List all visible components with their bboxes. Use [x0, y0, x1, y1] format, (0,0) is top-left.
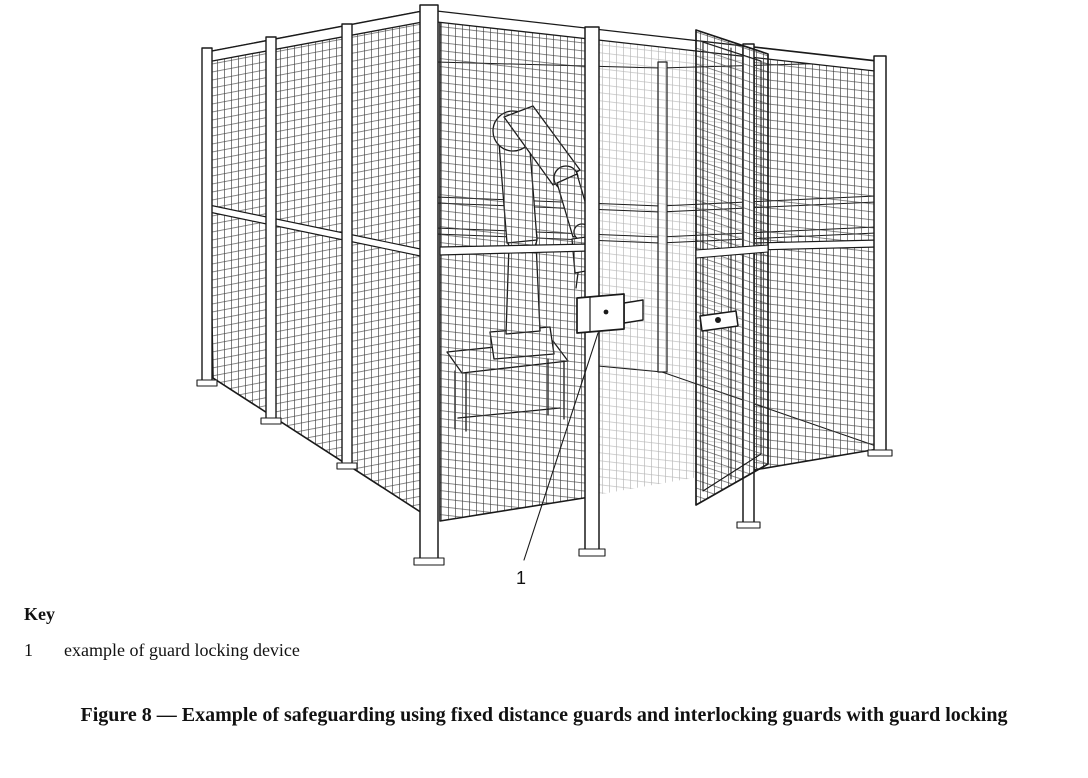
figure-8-illustration: 1 — [196, 4, 893, 588]
back-left-post — [201, 47, 213, 383]
left-wall-post — [265, 36, 277, 421]
interlocking-guard-door-open — [695, 29, 769, 506]
callout-1-leader-line — [523, 332, 599, 561]
guard-locking-device — [576, 293, 644, 334]
key-item-ref: 1 — [24, 640, 33, 660]
door-left-jamb-post — [584, 26, 600, 552]
left-wall-fixed-guard — [196, 9, 437, 523]
front-left-panel-fixed-guard — [439, 11, 591, 522]
callout-1-label: 1 — [516, 568, 526, 588]
front-right-corner-post — [873, 55, 887, 453]
key-item-description: example of guard locking device — [64, 640, 300, 660]
figure-caption: Figure 8 — Example of safeguarding using… — [80, 704, 1008, 726]
front-right-panel-fixed-guard — [753, 46, 879, 471]
key-item: 1 example of guard locking device — [24, 640, 300, 661]
figure-key: Key 1 example of guard locking device — [24, 604, 300, 661]
front-left-corner-post — [419, 4, 439, 564]
key-title: Key — [24, 604, 55, 624]
left-wall-post — [341, 23, 353, 466]
door-mid-rail — [695, 244, 769, 259]
door-handle — [715, 317, 721, 323]
